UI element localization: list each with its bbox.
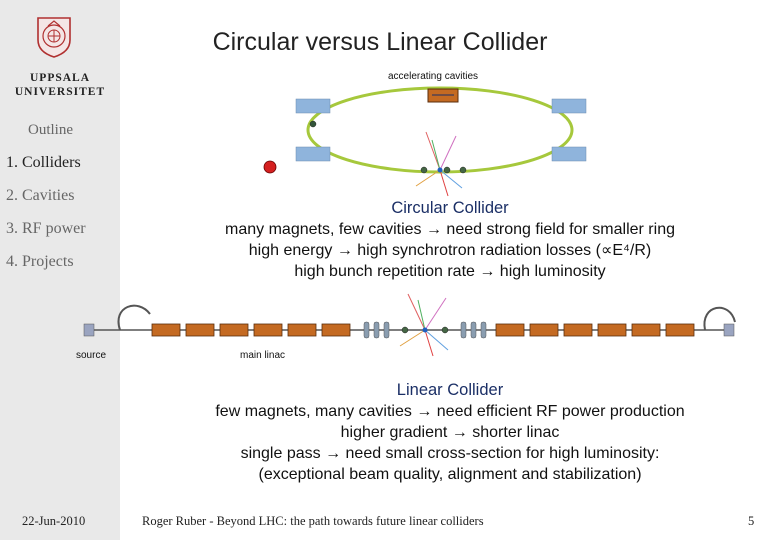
linear-collider-text: Linear Collider few magnets, many caviti… bbox=[160, 380, 740, 485]
linac-cavity-right-4 bbox=[597, 323, 627, 337]
outline-item-colliders[interactable]: 1. Colliders bbox=[6, 154, 81, 171]
ring-magnet-top-left bbox=[295, 98, 331, 114]
linear-collider-heading: Linear Collider bbox=[396, 381, 504, 399]
ring-ip-element-3 bbox=[459, 166, 467, 174]
main-linac-label: main linac bbox=[240, 350, 286, 361]
outline-item-rf-power[interactable]: 3. RF power bbox=[6, 220, 86, 237]
linac-magnet-right-2 bbox=[470, 321, 477, 339]
damping-ring-right bbox=[703, 306, 736, 331]
linac-ip-element-2 bbox=[441, 326, 449, 334]
linac-magnet-left-3 bbox=[383, 321, 390, 339]
ring-ip-element-1 bbox=[420, 166, 428, 174]
linac-cavity-right-5 bbox=[631, 323, 661, 337]
ring-magnet-bottom-left bbox=[295, 146, 331, 162]
footer-date: 22-Jun-2010 bbox=[22, 514, 86, 528]
linac-cavity-right-1 bbox=[495, 323, 525, 337]
footer-text: Roger Ruber - Beyond LHC: the path towar… bbox=[142, 514, 484, 528]
ring-magnet-top-right bbox=[551, 98, 587, 114]
ring-cavities-label: accelerating cavities bbox=[388, 71, 479, 82]
linac-end-block bbox=[723, 323, 735, 337]
linac-magnet-left-2 bbox=[373, 321, 380, 339]
circular-collider-text: Circular Collider many magnets, few cavi… bbox=[160, 198, 740, 282]
linear-line-3: single pass → need small cross-section f… bbox=[240, 445, 660, 462]
injector-source bbox=[263, 160, 277, 174]
linear-line-2: higher gradient → shorter linac bbox=[340, 424, 560, 441]
linac-magnet-right-1 bbox=[460, 321, 467, 339]
outline-item-projects[interactable]: 4. Projects bbox=[6, 253, 74, 270]
page-number: 5 bbox=[748, 514, 755, 528]
linac-collision-burst-icon bbox=[399, 293, 449, 357]
outline-item-cavities[interactable]: 2. Cavities bbox=[6, 187, 75, 204]
university-name-line2: UNIVERSITET bbox=[14, 86, 106, 98]
circular-line-2: high energy → high synchrotron radiation… bbox=[248, 242, 652, 259]
linear-line-4: (exceptional beam quality, alignment and… bbox=[258, 466, 642, 483]
linac-cavity-left-5 bbox=[287, 323, 317, 337]
injector-dot bbox=[309, 120, 317, 128]
linac-cavity-left-4 bbox=[253, 323, 283, 337]
linac-cavity-right-3 bbox=[563, 323, 593, 337]
linac-ip-element-1 bbox=[401, 326, 409, 334]
linac-cavity-left-6 bbox=[321, 323, 351, 337]
ring-collision-burst-icon bbox=[415, 131, 463, 197]
circular-line-3: high bunch repetition rate → high lumino… bbox=[294, 263, 606, 280]
linear-line-1: few magnets, many cavities → need effici… bbox=[215, 403, 685, 420]
linac-cavity-left-1 bbox=[151, 323, 181, 337]
sidebar: UPPSALA UNIVERSITET Outline 1. Colliders… bbox=[0, 0, 120, 540]
linac-cavity-right-6 bbox=[665, 323, 695, 337]
circular-collider-heading: Circular Collider bbox=[391, 199, 509, 217]
ring-magnet-bottom-right bbox=[551, 146, 587, 162]
linac-magnet-right-3 bbox=[480, 321, 487, 339]
linac-magnet-left-1 bbox=[363, 321, 370, 339]
university-name-line1: UPPSALA bbox=[29, 72, 91, 84]
linac-source-block bbox=[83, 323, 95, 337]
ring-ip-element-2 bbox=[443, 166, 451, 174]
linac-cavity-left-3 bbox=[219, 323, 249, 337]
linac-cavity-right-2 bbox=[529, 323, 559, 337]
university-seal-icon bbox=[37, 17, 71, 58]
damping-ring-left bbox=[117, 304, 151, 331]
circular-line-1: many magnets, few cavities → need strong… bbox=[225, 221, 675, 238]
slide-title: Circular versus Linear Collider bbox=[212, 28, 548, 56]
linac-cavity-left-2 bbox=[185, 323, 215, 337]
linac-source-label: source bbox=[76, 350, 107, 361]
outline-title: Outline bbox=[28, 122, 73, 138]
